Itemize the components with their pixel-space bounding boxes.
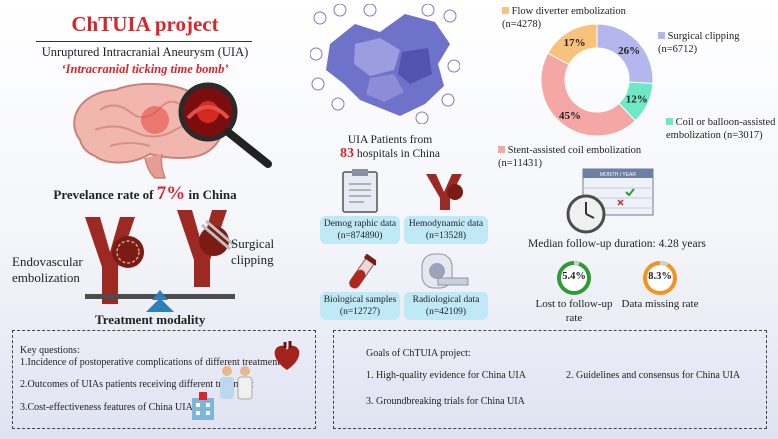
prevalence-text: Prevelance rate of 7% in China (53, 183, 237, 204)
surgical-label: Surgical clipping (231, 236, 275, 267)
median-followup: Median follow-up duration: 4.28 years (528, 238, 706, 250)
data-missing-label: Data missing rate (621, 298, 699, 310)
lost-followup-label: Lost to follow-up rate (535, 298, 613, 324)
donut-slice-label-1: 12% (626, 94, 648, 106)
data-missing-ring (643, 261, 677, 295)
key-questions-box (12, 330, 316, 429)
treatment-donut-chart: 26% 12% 45% 17% (540, 23, 654, 137)
key-questions-title: Key questions: (20, 345, 80, 356)
goals-box (333, 330, 767, 429)
legend-flow-diverter: Flow diverter embolization(n=4278) (502, 6, 626, 30)
key-question-1: 1.Incidence of postoperative complicatio… (20, 357, 280, 368)
tagline: ‘Intracranial ticking time bomb’ (61, 62, 229, 76)
ring-fill (643, 261, 677, 295)
ring-fill (557, 261, 591, 295)
clipboard-icon (342, 169, 378, 213)
key-question-2: 2.Outcomes of UIAs patients receiving di… (20, 379, 254, 390)
lost-followup-value: 5.4% (562, 271, 586, 282)
biological-samples-pill: Biological samples(n=12727) (320, 292, 400, 320)
lost-followup-ring (557, 261, 591, 295)
goal-1: 1. High-quality evidence for China UIA (366, 370, 526, 381)
project-title: ChTUIA project (71, 12, 219, 36)
hospital-building-icon (192, 392, 214, 420)
endovascular-aneurysm-illustration (85, 217, 144, 304)
calendar-header: MONTH / YEAR (600, 172, 636, 178)
blood-sample-tube-icon (349, 254, 376, 289)
legend-surgical-clipping: Surgical clipping(n=6712) (658, 31, 740, 55)
vessel-aneurysm-icon (426, 174, 463, 210)
legend-coil-balloon: Coil or balloon-assisted embolization (n… (666, 117, 776, 141)
surgical-clip-illustration (177, 210, 235, 287)
donut-slice-3 (547, 23, 598, 66)
clock-icon (566, 194, 606, 234)
goals-title: Goals of ChTUIA project: (366, 348, 471, 359)
magnifier-icon (178, 82, 272, 168)
hospital-count: 83 (340, 146, 355, 161)
legend-stent-assisted: Stent-assisted coil embolization(n=11431… (498, 145, 642, 169)
demographic-data-pill: Demog raphic data(n=874890) (320, 216, 400, 244)
balance-seesaw (85, 290, 235, 312)
patients-caption: UIA Patients from 83 hospitals in China (340, 134, 440, 161)
china-map (310, 4, 460, 124)
donut-slice-label-2: 45% (559, 110, 581, 122)
key-question-3: 3.Cost-effectiveness features of China U… (20, 402, 193, 413)
hemodynamic-data-pill: Hemodynamic data(n=13528) (404, 216, 488, 244)
endovascular-label: Endovascular embolization (12, 254, 83, 285)
treatment-modality-label: Treatment modality (95, 312, 206, 327)
donut-slice-label-0: 26% (618, 45, 640, 57)
radiological-data-pill: Radiological data(n=42109) (404, 292, 488, 320)
prevalence-value: 7% (156, 183, 186, 204)
heart-icon (274, 341, 300, 370)
mri-scanner-icon (421, 253, 469, 289)
donut-slice-2 (540, 52, 637, 137)
donut-slice-label-3: 17% (564, 37, 586, 49)
project-subtitle: Unruptured Intracranial Aneurysm (UIA) (41, 45, 249, 59)
data-missing-value: 8.3% (648, 271, 672, 282)
doctor-patient-icon (220, 366, 253, 400)
goal-2: 2. Guidelines and consensus for China UI… (566, 370, 741, 381)
goal-3: 3. Groundbreaking trials for China UIA (366, 396, 525, 407)
title-divider (36, 41, 252, 42)
